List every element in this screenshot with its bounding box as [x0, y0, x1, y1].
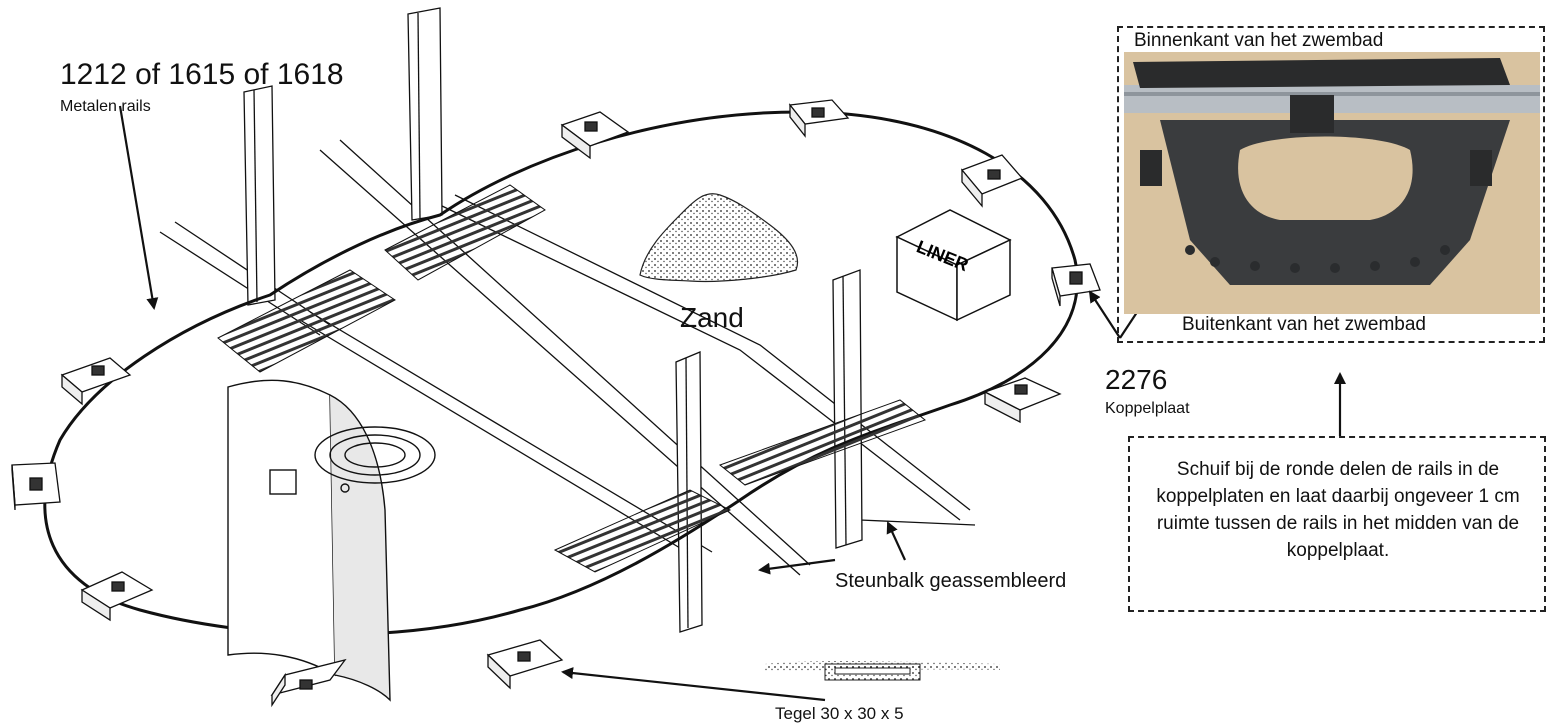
- arrow-rails: [118, 105, 159, 310]
- arrow-steunbalk-1: [758, 558, 836, 575]
- koppelplaat-code-label: 2276: [1105, 364, 1168, 395]
- pool-outline: [43, 110, 1079, 636]
- binnenkant-label: Binnenkant van het zwembad: [1134, 30, 1384, 51]
- zand-label: Zand: [680, 302, 744, 333]
- arrow-steunbalk-2: [886, 521, 906, 561]
- tile: [960, 154, 1024, 208]
- tile: [80, 571, 154, 622]
- koppelplaat-name-label: Koppelplaat: [1105, 400, 1190, 417]
- rolled-wall: [227, 379, 436, 702]
- koppelplaat-photo: [1124, 52, 1540, 314]
- arrow-koppelplaat-tile: [1088, 290, 1121, 339]
- tile: [788, 99, 850, 138]
- tile: [560, 111, 630, 160]
- sand-pile: [639, 193, 799, 283]
- tile: [486, 639, 564, 690]
- tile-cross-section: [765, 661, 1000, 681]
- arrow-tegel: [561, 667, 826, 702]
- corrugated-panels: [217, 184, 927, 573]
- instruction-note: Schuif bij de ronde delen de rails in de…: [1156, 459, 1520, 561]
- tile: [1051, 263, 1101, 307]
- tile: [983, 377, 1062, 424]
- tile: [270, 658, 347, 708]
- tile: [11, 462, 61, 511]
- tegel-label: Tegel 30 x 30 x 5: [775, 704, 904, 723]
- rails-codes-label: 1212 of 1615 of 1618: [60, 58, 344, 91]
- liner-box: [895, 209, 1012, 322]
- photo-frame: [1117, 26, 1545, 343]
- buitenkant-label: Buitenkant van het zwembad: [1182, 314, 1426, 335]
- note-frame: [1128, 436, 1546, 612]
- tile: [60, 357, 132, 406]
- steunbalk-label: Steunbalk geassembleerd: [835, 570, 1067, 592]
- rails-name-label: Metalen rails: [60, 98, 151, 115]
- tiles: [11, 99, 1101, 708]
